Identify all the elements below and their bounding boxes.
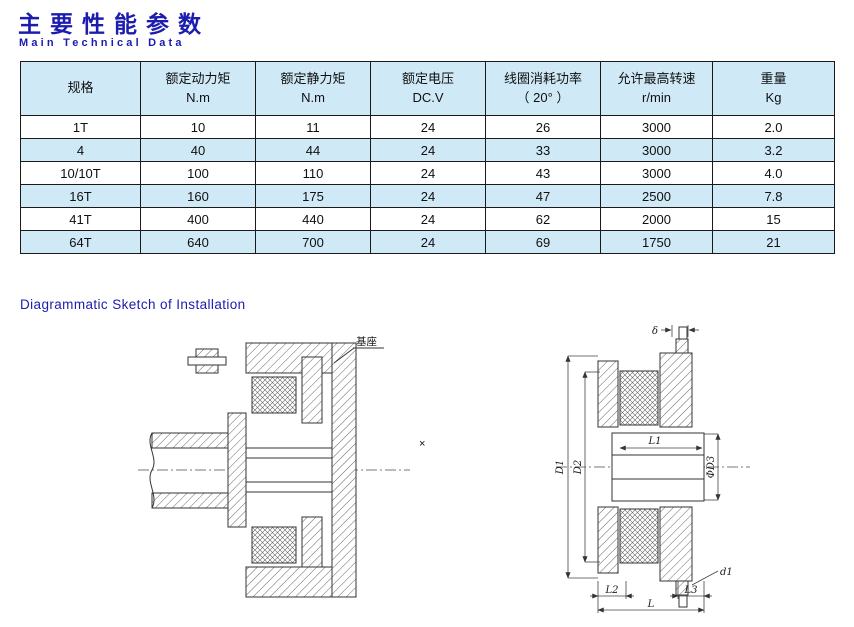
table-cell: 7.8 <box>712 184 835 208</box>
table-cell: 47 <box>485 184 601 208</box>
dim-label-D1: D1 <box>555 460 566 475</box>
column-header-spec: 规格 <box>20 61 141 116</box>
left-cross-section <box>138 342 410 598</box>
dim-label-D2: D2 <box>573 460 584 475</box>
table-cell: 33 <box>485 138 601 162</box>
table-row: 64T 640 700 24 69 1750 21 <box>20 230 835 254</box>
table-cell: 24 <box>370 115 486 139</box>
table-cell: 10 <box>140 115 256 139</box>
dim-label-L1: L1 <box>647 436 661 447</box>
table-cell: 3000 <box>600 138 713 162</box>
table-cell: 43 <box>485 161 601 185</box>
table-cell: 62 <box>485 207 601 231</box>
table-cell: 24 <box>370 161 486 185</box>
table-cell: 440 <box>255 207 371 231</box>
right-dimension-lines <box>565 325 721 613</box>
installation-diagram: 基座 × <box>138 325 750 613</box>
dim-label-L3: L3 <box>683 585 697 596</box>
table-cell: 2.0 <box>712 115 835 139</box>
dim-label-L2: L2 <box>604 585 618 596</box>
dim-label-delta: δ <box>652 326 658 337</box>
table-cell: 24 <box>370 230 486 254</box>
table-cell: 160 <box>140 184 256 208</box>
table-cell: 4 <box>20 138 141 162</box>
table-cell: 2000 <box>600 207 713 231</box>
base-label: 基座 <box>356 335 377 348</box>
table-cell: 640 <box>140 230 256 254</box>
table-cell: 41T <box>20 207 141 231</box>
center-marker: × <box>419 438 425 450</box>
table-cell: 10/10T <box>20 161 141 185</box>
right-cross-section <box>556 326 750 608</box>
table-cell: 64T <box>20 230 141 254</box>
table-row: 16T 160 175 24 47 2500 7.8 <box>20 184 835 208</box>
table-cell: 21 <box>712 230 835 254</box>
page-subtitle: Main Technical Data <box>19 37 185 49</box>
dim-label-L: L <box>647 599 655 610</box>
column-header-coil-power: 线圈消耗功率（ 20° ） <box>485 61 601 116</box>
table-cell: 110 <box>255 161 371 185</box>
table-cell: 24 <box>370 138 486 162</box>
table-cell: 175 <box>255 184 371 208</box>
table-row: 41T 400 440 24 62 2000 15 <box>20 207 835 231</box>
table-cell: 700 <box>255 230 371 254</box>
table-cell: 2500 <box>600 184 713 208</box>
table-cell: 16T <box>20 184 141 208</box>
table-cell: 3000 <box>600 115 713 139</box>
table-row: 10/10T 100 110 24 43 3000 4.0 <box>20 161 835 185</box>
table-cell: 24 <box>370 184 486 208</box>
dim-label-d1: d1 <box>720 567 733 578</box>
table-cell: 100 <box>140 161 256 185</box>
table-cell: 15 <box>712 207 835 231</box>
table-cell: 69 <box>485 230 601 254</box>
dim-label-phi-D3: ΦD3 <box>706 456 717 479</box>
table-cell: 1750 <box>600 230 713 254</box>
table-cell: 400 <box>140 207 256 231</box>
table-cell: 11 <box>255 115 371 139</box>
table-cell: 44 <box>255 138 371 162</box>
table-cell: 3.2 <box>712 138 835 162</box>
page-title: 主要性能参数 <box>18 11 210 37</box>
table-cell: 4.0 <box>712 161 835 185</box>
table-cell: 3000 <box>600 161 713 185</box>
table-row: 4 40 44 24 33 3000 3.2 <box>20 138 835 162</box>
table-cell: 40 <box>140 138 256 162</box>
table-cell: 24 <box>370 207 486 231</box>
table-cell: 26 <box>485 115 601 139</box>
table-row: 1T 10 11 24 26 3000 2.0 <box>20 115 835 139</box>
table-cell: 1T <box>20 115 141 139</box>
section-title: Diagrammatic Sketch of Installation <box>20 297 246 312</box>
